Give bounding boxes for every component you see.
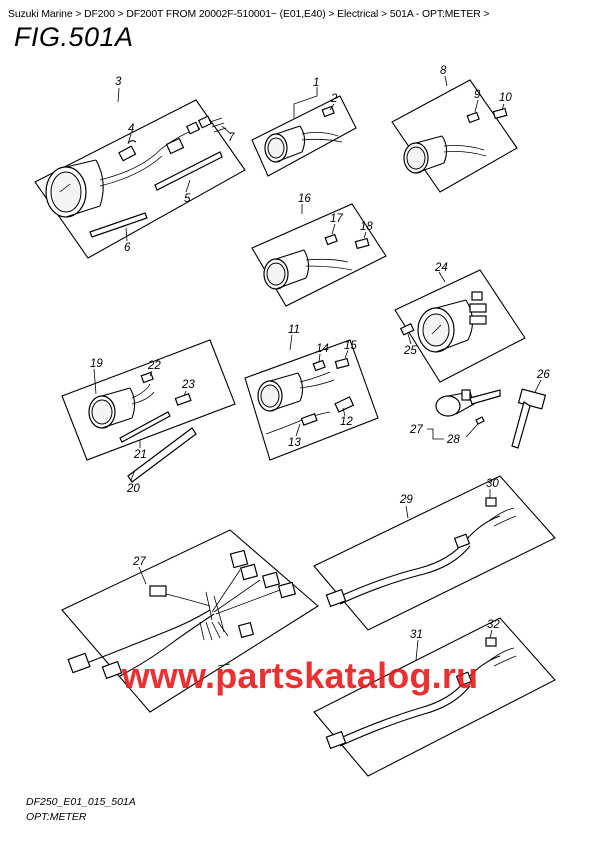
part-bracket-5[interactable] bbox=[154, 151, 223, 191]
figure-caption: OPT:METER bbox=[26, 811, 87, 823]
callout-11[interactable]: 11 bbox=[288, 324, 300, 336]
part-screw-28[interactable] bbox=[475, 416, 485, 425]
breadcrumb-separator: > bbox=[325, 9, 338, 20]
callout-27-harness[interactable]: 27 bbox=[132, 556, 146, 568]
callout-5[interactable]: 5 bbox=[184, 193, 191, 205]
callout-30[interactable]: 30 bbox=[486, 478, 499, 490]
part-meter-19[interactable] bbox=[88, 383, 155, 429]
part-bracket-21[interactable] bbox=[119, 411, 171, 443]
panel-group-8 bbox=[391, 75, 518, 193]
callout-28[interactable]: 28 bbox=[446, 434, 460, 446]
panel-group-11 bbox=[244, 334, 379, 461]
callout-27-switch[interactable]: 27 bbox=[409, 424, 423, 436]
callout-7[interactable]: 7 bbox=[228, 132, 235, 144]
part-harness-27[interactable] bbox=[67, 549, 297, 680]
part-switch-27[interactable] bbox=[435, 389, 501, 417]
panel-group-24 bbox=[394, 269, 526, 383]
callout-3[interactable]: 3 bbox=[115, 76, 122, 88]
callout-1[interactable]: 1 bbox=[313, 77, 319, 89]
part-meter-11[interactable] bbox=[257, 371, 335, 412]
part-bulb-9[interactable] bbox=[466, 111, 480, 124]
part-clip-32[interactable] bbox=[485, 637, 497, 647]
part-bulb-18[interactable] bbox=[354, 237, 370, 250]
breadcrumb-separator: > bbox=[72, 9, 85, 20]
callout-20[interactable]: 20 bbox=[126, 483, 140, 495]
callout-6[interactable]: 6 bbox=[124, 242, 131, 254]
part-stud-20[interactable] bbox=[127, 427, 197, 483]
part-connector-12[interactable] bbox=[334, 396, 355, 413]
breadcrumb-separator: > bbox=[480, 9, 490, 20]
callout-23[interactable]: 23 bbox=[181, 379, 195, 391]
breadcrumb-separator: > bbox=[114, 9, 127, 20]
part-meter-8[interactable] bbox=[403, 135, 487, 174]
callout-32[interactable]: 32 bbox=[487, 619, 500, 631]
part-meter-1[interactable] bbox=[264, 125, 343, 163]
part-meter-3[interactable] bbox=[45, 115, 227, 218]
part-bulb-14[interactable] bbox=[312, 359, 326, 372]
callout-25[interactable]: 25 bbox=[403, 345, 417, 357]
panel-group-29 bbox=[313, 475, 556, 631]
part-meter-16[interactable] bbox=[263, 249, 353, 290]
panel-group-27-harness bbox=[61, 529, 319, 713]
panel-group-1 bbox=[251, 87, 357, 177]
part-stud-6[interactable] bbox=[89, 212, 148, 238]
callout-14[interactable]: 14 bbox=[316, 343, 329, 355]
panel-group-16 bbox=[251, 203, 387, 307]
callout-24[interactable]: 24 bbox=[434, 262, 448, 274]
part-meter-24[interactable] bbox=[417, 291, 487, 353]
part-cable-29[interactable] bbox=[325, 507, 517, 608]
part-bulb-4[interactable] bbox=[118, 140, 137, 162]
breadcrumb: Suzuki Marine > DF200 > DF200T FROM 2000… bbox=[8, 9, 594, 20]
part-bulb-23[interactable] bbox=[174, 393, 192, 406]
part-bulb-15[interactable] bbox=[334, 357, 350, 370]
callout-10[interactable]: 10 bbox=[499, 92, 512, 104]
callout-18[interactable]: 18 bbox=[360, 221, 373, 233]
callout-13[interactable]: 13 bbox=[288, 437, 301, 449]
page-title: FIG.501A bbox=[14, 22, 134, 52]
breadcrumb-link-opt-meter[interactable]: 501A - OPT:METER bbox=[389, 9, 481, 20]
callout-26[interactable]: 26 bbox=[536, 369, 550, 381]
breadcrumb-link-suzuki-marine[interactable]: Suzuki Marine bbox=[8, 9, 73, 20]
callout-19[interactable]: 19 bbox=[90, 358, 103, 370]
part-bulb-17[interactable] bbox=[324, 233, 338, 246]
callout-4[interactable]: 4 bbox=[128, 123, 134, 135]
callout-2[interactable]: 2 bbox=[330, 93, 338, 105]
callout-9[interactable]: 9 bbox=[474, 89, 481, 101]
callout-labels: 1 2 3 4 5 6 7 8 9 10 11 12 13 14 15 16 1… bbox=[90, 65, 550, 641]
breadcrumb-link-df200[interactable]: DF200 bbox=[84, 9, 115, 20]
breadcrumb-link-df200t-serial[interactable]: DF200T FROM 20002F-510001~ (E01,E40) bbox=[126, 9, 326, 20]
part-bulb-10[interactable] bbox=[492, 107, 508, 120]
callout-22[interactable]: 22 bbox=[147, 360, 161, 372]
callout-15[interactable]: 15 bbox=[344, 340, 357, 352]
part-sensor-26[interactable] bbox=[511, 388, 547, 449]
panel-group-19 bbox=[61, 339, 236, 483]
callout-29[interactable]: 29 bbox=[399, 494, 413, 506]
callout-17[interactable]: 17 bbox=[330, 213, 343, 225]
panel-group-3 bbox=[34, 87, 246, 259]
breadcrumb-separator: > bbox=[378, 9, 390, 20]
breadcrumb-link-electrical[interactable]: Electrical bbox=[337, 9, 379, 20]
figure-code: DF250_E01_015_501A bbox=[26, 796, 136, 808]
part-harness-13[interactable] bbox=[265, 411, 331, 435]
callout-8[interactable]: 8 bbox=[440, 65, 447, 77]
part-cable-31[interactable] bbox=[325, 647, 517, 750]
watermark-text: www.partskatalog.ru bbox=[121, 655, 479, 696]
panel-group-31 bbox=[313, 617, 556, 777]
callout-21[interactable]: 21 bbox=[133, 449, 147, 461]
callout-16[interactable]: 16 bbox=[298, 193, 311, 205]
part-clip-30[interactable] bbox=[485, 497, 497, 507]
part-bulb-25[interactable] bbox=[399, 323, 415, 336]
callout-12[interactable]: 12 bbox=[340, 416, 353, 428]
callout-31[interactable]: 31 bbox=[410, 629, 423, 641]
